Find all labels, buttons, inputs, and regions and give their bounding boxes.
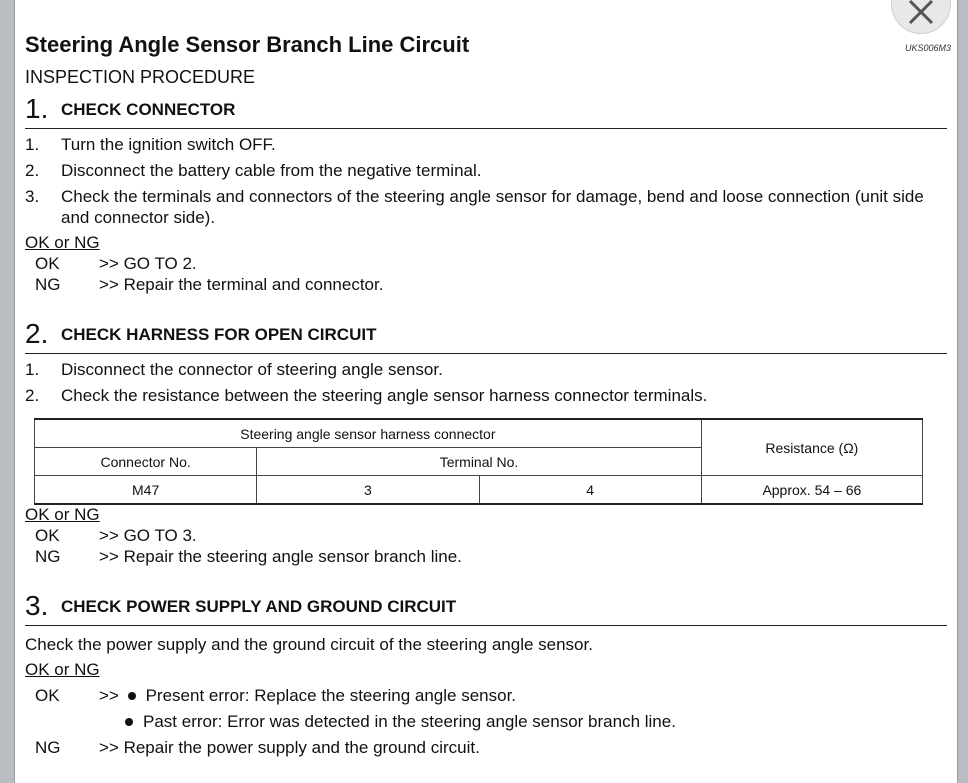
item-number: 1. (25, 135, 40, 154)
resistance-table-wrap: Steering angle sensor harness connector … (25, 418, 947, 505)
step-text: Check the power supply and the ground ci… (25, 635, 593, 654)
result-key: NG (35, 738, 61, 757)
bullet-text: Present error: Replace the steering angl… (145, 686, 517, 705)
result-ng: NG >> Repair the steering angle sensor br… (25, 546, 947, 567)
result-ng: NG >> Repair the terminal and connector. (25, 274, 947, 295)
result-value: >> GO TO 3. (99, 526, 197, 545)
procedure-heading: INSPECTION PROCEDURE (25, 67, 256, 87)
result-prefix: >> (99, 686, 119, 705)
list-item: 1. Disconnect the connector of steering a… (25, 359, 947, 380)
item-text: Disconnect the connector of steering ang… (61, 360, 443, 379)
step-3: 3. CHECK POWER SUPPLY AND GROUND CIRCUIT… (25, 589, 947, 758)
result-value: >> GO TO 2. (99, 254, 197, 273)
item-number: 1. (25, 360, 40, 379)
item-number: 3. (25, 187, 40, 206)
close-icon (908, 0, 934, 25)
table-cell-terminal-b: 4 (478, 475, 702, 505)
step-title: CHECK HARNESS FOR OPEN CIRCUIT (61, 325, 377, 344)
table-group-header: Steering angle sensor harness connector (34, 418, 702, 448)
result-ok: OK >> GO TO 2. (25, 253, 947, 274)
item-text: Check the resistance between the steerin… (61, 386, 708, 405)
bullet-text: Past error: Error was detected in the st… (143, 712, 676, 731)
list-item: 1. Turn the ignition switch OFF. (25, 134, 947, 155)
item-text: Turn the ignition switch OFF. (61, 135, 276, 154)
item-number: 2. (25, 386, 40, 405)
table-resistance-header: Resistance (Ω) (700, 418, 924, 476)
result-ng: NG >> Repair the power supply and the gr… (25, 737, 947, 758)
item-text: Check the terminals and connectors of th… (61, 187, 924, 227)
table-terminal-header: Terminal No. (256, 447, 702, 476)
step-number: 3. (25, 590, 49, 621)
step-header: 1. CHECK CONNECTOR (25, 92, 947, 129)
table-cell-terminal-a: 3 (256, 475, 480, 505)
page-title: Steering Angle Sensor Branch Line Circui… (25, 32, 470, 57)
list-item: 2. Check the resistance between the steer… (25, 385, 947, 406)
result-key: NG (35, 547, 61, 566)
step-2: 2. CHECK HARNESS FOR OPEN CIRCUIT 1. Disc… (25, 317, 947, 567)
document-code: UKS006M3 (904, 43, 951, 53)
result-value: >> Repair the power supply and the groun… (99, 738, 480, 757)
ok-ng-heading: OK or NG (25, 233, 100, 252)
item-number: 2. (25, 161, 40, 180)
result-ok: OK >> Present error: Replace the steerin… (25, 685, 947, 706)
list-item: 3. Check the terminals and connectors of … (25, 186, 947, 228)
table-connector-header: Connector No. (33, 447, 258, 476)
result-value: >> Repair the terminal and connector. (99, 275, 384, 294)
ok-ng-heading: OK or NG (25, 660, 100, 679)
instruction-list: 1. Turn the ignition switch OFF. 2. Discon… (25, 134, 947, 228)
result-key: OK (35, 526, 60, 545)
bullet-icon (127, 691, 136, 700)
result-value: >> Present error: Replace the steering a… (99, 685, 516, 706)
result-ok: OK >> GO TO 3. (25, 525, 947, 546)
instruction-list: 1. Disconnect the connector of steering a… (25, 359, 947, 406)
table-cell-connector: M47 (33, 475, 258, 505)
document-page: Steering Angle Sensor Branch Line Circui… (14, 0, 958, 783)
list-item: 2. Disconnect the battery cable from the … (25, 160, 947, 181)
step-header: 2. CHECK HARNESS FOR OPEN CIRCUIT (25, 317, 947, 354)
table-row: M47 3 4 Approx. 54 – 66 (33, 475, 924, 505)
step-header: 3. CHECK POWER SUPPLY AND GROUND CIRCUIT (25, 589, 947, 626)
bullet-icon (125, 717, 133, 726)
result-value: >> Repair the steering angle sensor bran… (99, 547, 462, 566)
item-text: Disconnect the battery cable from the ne… (61, 161, 482, 180)
step-title: CHECK CONNECTOR (61, 100, 236, 119)
step-number: 2. (25, 318, 49, 349)
resistance-table: Steering angle sensor harness connector … (33, 418, 924, 505)
table-cell-resistance: Approx. 54 – 66 (700, 475, 924, 505)
result-key: NG (35, 275, 61, 294)
close-button[interactable] (891, 0, 951, 34)
ok-ng-heading: OK or NG (25, 505, 100, 524)
result-key: OK (35, 686, 60, 705)
result-ok-bullet: Past error: Error was detected in the st… (25, 711, 947, 732)
step-1: 1. CHECK CONNECTOR 1. Turn the ignition s… (25, 92, 947, 295)
result-key: OK (35, 254, 60, 273)
step-number: 1. (25, 93, 49, 124)
step-title: CHECK POWER SUPPLY AND GROUND CIRCUIT (61, 597, 457, 616)
